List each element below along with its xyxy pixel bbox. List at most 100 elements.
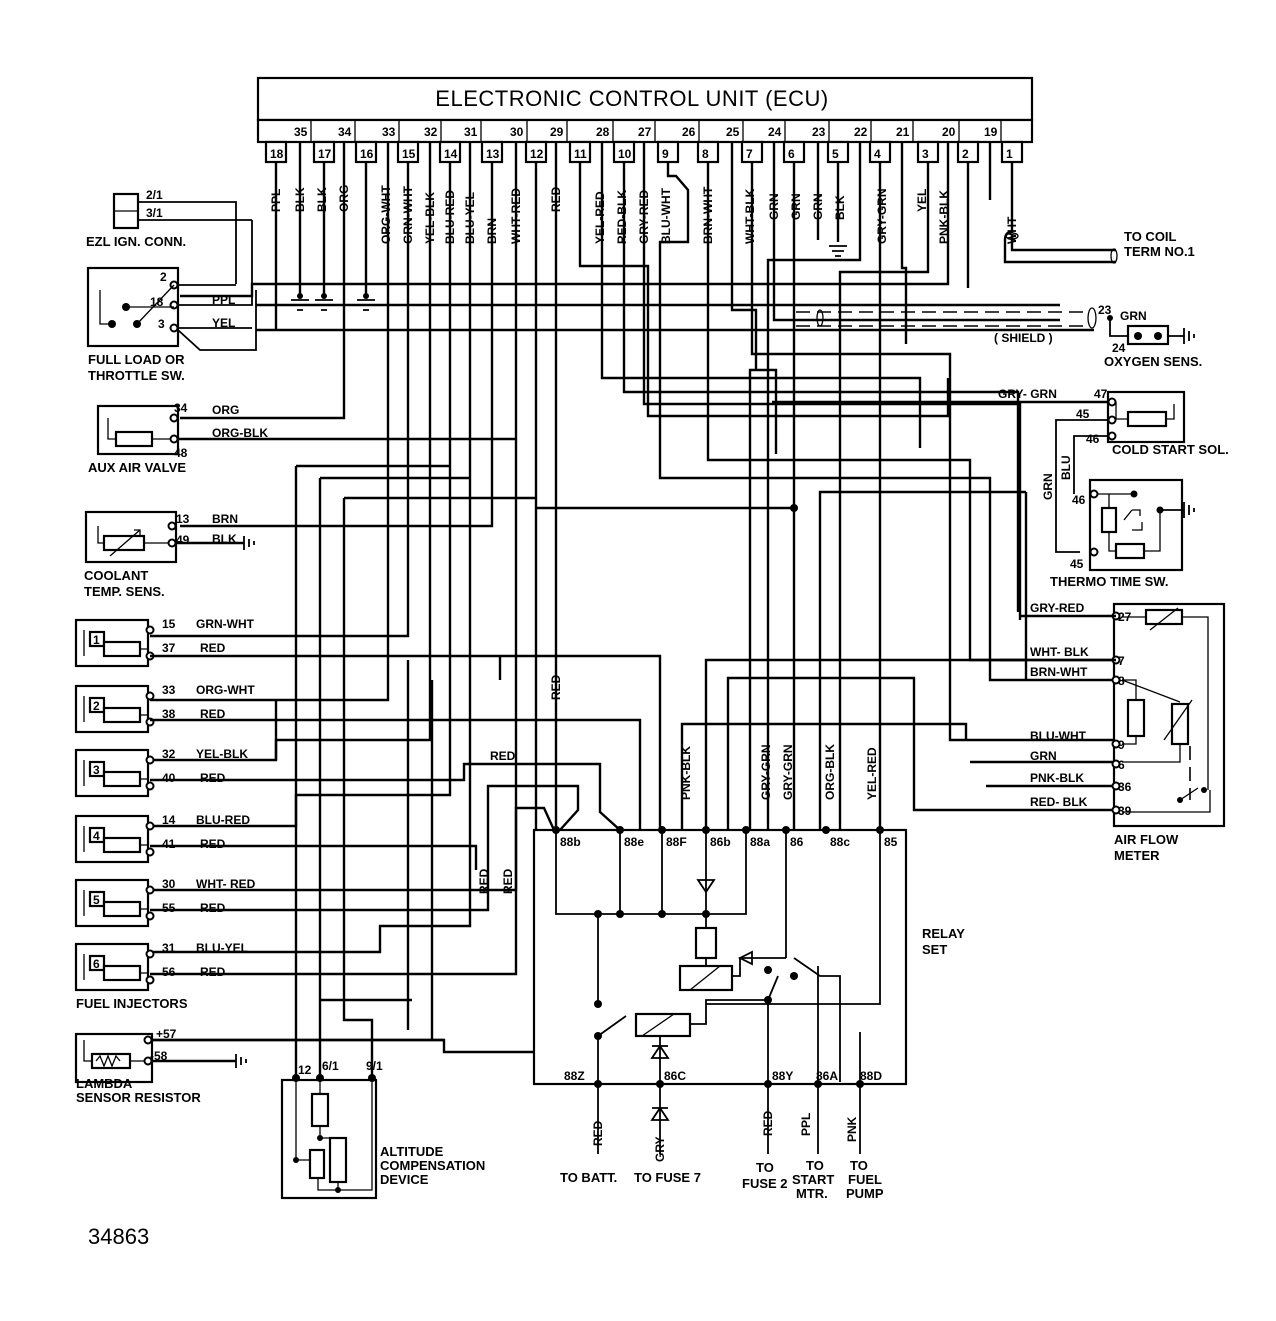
- ecu-wire-label-11: RED: [549, 186, 563, 212]
- ecu-pin-14: 14: [444, 147, 458, 161]
- ecu-wire-label-3: ORG: [337, 185, 351, 212]
- oxygen-pin-24: 24: [1112, 341, 1126, 355]
- throttle-switch: 2 18 3 PPL YEL FULL LOAD OR THROTTLE SW.: [86, 220, 1094, 383]
- ecu-wire-label-14: GRY-RED: [637, 189, 651, 244]
- dest-fuel: FUEL: [848, 1172, 882, 1187]
- ecu-pin-10: 10: [618, 147, 632, 161]
- ecu-pin-5: 5: [832, 147, 839, 161]
- injector-pin-a-3: 32: [162, 747, 176, 761]
- oxygen-shield: ( SHIELD ): [994, 331, 1053, 345]
- lambda-label-1: LAMBDA: [76, 1076, 133, 1091]
- air-flow-wire-1: WHT- BLK: [1030, 645, 1089, 659]
- ecu-wire-label-8: BLU-YEL: [463, 192, 477, 244]
- coil-connection: TO COIL TERM NO.1: [1005, 229, 1195, 264]
- relay-pin-85: 85: [884, 835, 898, 849]
- relay-outputs: RED GRY RED PPL PNK TO BATT. TO FUSE 7 T…: [560, 1084, 884, 1201]
- ecu-wire-label-16: BRN-WHT: [701, 186, 715, 244]
- relay-wire-red-v1: RED: [477, 868, 491, 894]
- injector-num-3: 3: [93, 763, 100, 777]
- ecu-pin-11: 11: [574, 147, 587, 161]
- ecu-wire-label-24: PNK-BLK: [937, 190, 951, 244]
- thermo-time-switch: GRN BLU 46 45 THERMO TIME SW.: [1041, 455, 1195, 589]
- injector-wire-b-2: RED: [200, 707, 226, 721]
- ecu-wire-label-18: GRN: [767, 193, 781, 220]
- cold-start-pin-47: 47: [1094, 387, 1108, 401]
- relay-feed-wires: [536, 368, 1116, 830]
- ecu-wire-label-21: BLK: [833, 195, 847, 220]
- throttle-pin-3: 3: [158, 317, 165, 331]
- relay-wire-gry-grn-1: GRY-GRN: [759, 744, 773, 800]
- ecu-pin-15: 15: [402, 147, 416, 161]
- relay-wire-red-v2: RED: [501, 868, 515, 894]
- throttle-label-2: THROTTLE SW.: [88, 368, 185, 383]
- air-flow-pin-7: 7: [1118, 654, 1125, 668]
- air-flow-wire-0: GRY-RED: [1030, 601, 1085, 615]
- aux-wire-org-blk: ORG-BLK: [212, 426, 268, 440]
- ecu-pin-6: 6: [788, 147, 795, 161]
- coolant-pin-49: 49: [176, 533, 190, 547]
- ecu-wire-label-25: WHT: [1005, 216, 1019, 244]
- air-flow-pin-36: 36: [1118, 780, 1132, 794]
- relay-pin-88e: 88e: [624, 835, 644, 849]
- ecu-wire-label-0: PPL: [269, 189, 283, 212]
- air-flow-wire-3: BLU-WHT: [1030, 729, 1087, 743]
- relay-top-wire-labels: RED PNK-BLK GRY-GRN GRY-GRN ORG-BLK YEL-…: [477, 674, 879, 894]
- cold-start-wire: GRY- GRN: [998, 387, 1057, 401]
- air-flow-label-1: AIR FLOW: [1114, 832, 1179, 847]
- relay-wire-gry-grn-2: GRY-GRN: [781, 744, 795, 800]
- relay-pin-88a: 88a: [750, 835, 770, 849]
- ecu-pin-24: 24: [768, 125, 782, 139]
- altitude-label-1: ALTITUDE: [380, 1144, 444, 1159]
- ecu-pin-18: 18: [270, 147, 284, 161]
- ecu-pin-22: 22: [854, 125, 868, 139]
- injector-pin-b-6: 56: [162, 965, 176, 979]
- air-flow-pin-9: 9: [1118, 738, 1125, 752]
- ecu-pin-8: 8: [702, 147, 709, 161]
- injector-pin-a-4: 14: [162, 813, 176, 827]
- dest-fuse2: FUSE 2: [742, 1176, 788, 1191]
- ecu-wire-label-23: YEL: [915, 189, 929, 212]
- thermo-label: THERMO TIME SW.: [1050, 574, 1168, 589]
- relay-pin-86C: 86C: [664, 1069, 686, 1083]
- cold-start-pin-46: 46: [1086, 432, 1100, 446]
- ecu-pin-16: 16: [360, 147, 374, 161]
- relay-pin-88c: 88c: [830, 835, 850, 849]
- relay-pin-88Z: 88Z: [564, 1069, 585, 1083]
- aux-wire-org: ORG: [212, 403, 239, 417]
- injector-wire-a-3: YEL-BLK: [196, 747, 248, 761]
- air-flow-label-2: METER: [1114, 848, 1160, 863]
- air-flow-wire-6: RED- BLK: [1030, 795, 1088, 809]
- injector-wire-a-4: BLU-RED: [196, 813, 250, 827]
- air-flow-pin-6: 6: [1118, 758, 1125, 772]
- relay-pin-88Y: 88Y: [772, 1069, 793, 1083]
- injector-num-4: 4: [93, 829, 100, 843]
- ecu-title: ELECTRONIC CONTROL UNIT (ECU): [435, 86, 828, 111]
- ecu-pin-2: 2: [962, 147, 969, 161]
- dest-to-1: TO: [756, 1160, 774, 1175]
- ecu-wire-label-20: GRN: [811, 193, 825, 220]
- ecu-wire-label-13: RED-BLK: [615, 190, 629, 244]
- ecu-pin-32: 32: [424, 125, 438, 139]
- injector-risers: [296, 464, 536, 1040]
- dest-to-2: TO: [806, 1158, 824, 1173]
- thermo-pin-45: 45: [1070, 557, 1084, 571]
- throttle-label-1: FULL LOAD OR: [88, 352, 185, 367]
- coil-label-2: TERM NO.1: [1124, 244, 1195, 259]
- aux-air-valve: 34 48 ORG ORG-BLK AUX AIR VALVE: [88, 401, 516, 475]
- ecu-wire-label-19: GRN: [789, 193, 803, 220]
- relay-pin-88F: 88F: [666, 835, 687, 849]
- ecu-pin-23: 23: [812, 125, 826, 139]
- aux-label: AUX AIR VALVE: [88, 460, 186, 475]
- injector-wire-b-1: RED: [200, 641, 226, 655]
- coolant-temp-sensor: 13 49 BRN BLK COOLANT TEMP. SENS.: [84, 510, 255, 599]
- injector-num-6: 6: [93, 957, 100, 971]
- injector-pin-a-2: 33: [162, 683, 176, 697]
